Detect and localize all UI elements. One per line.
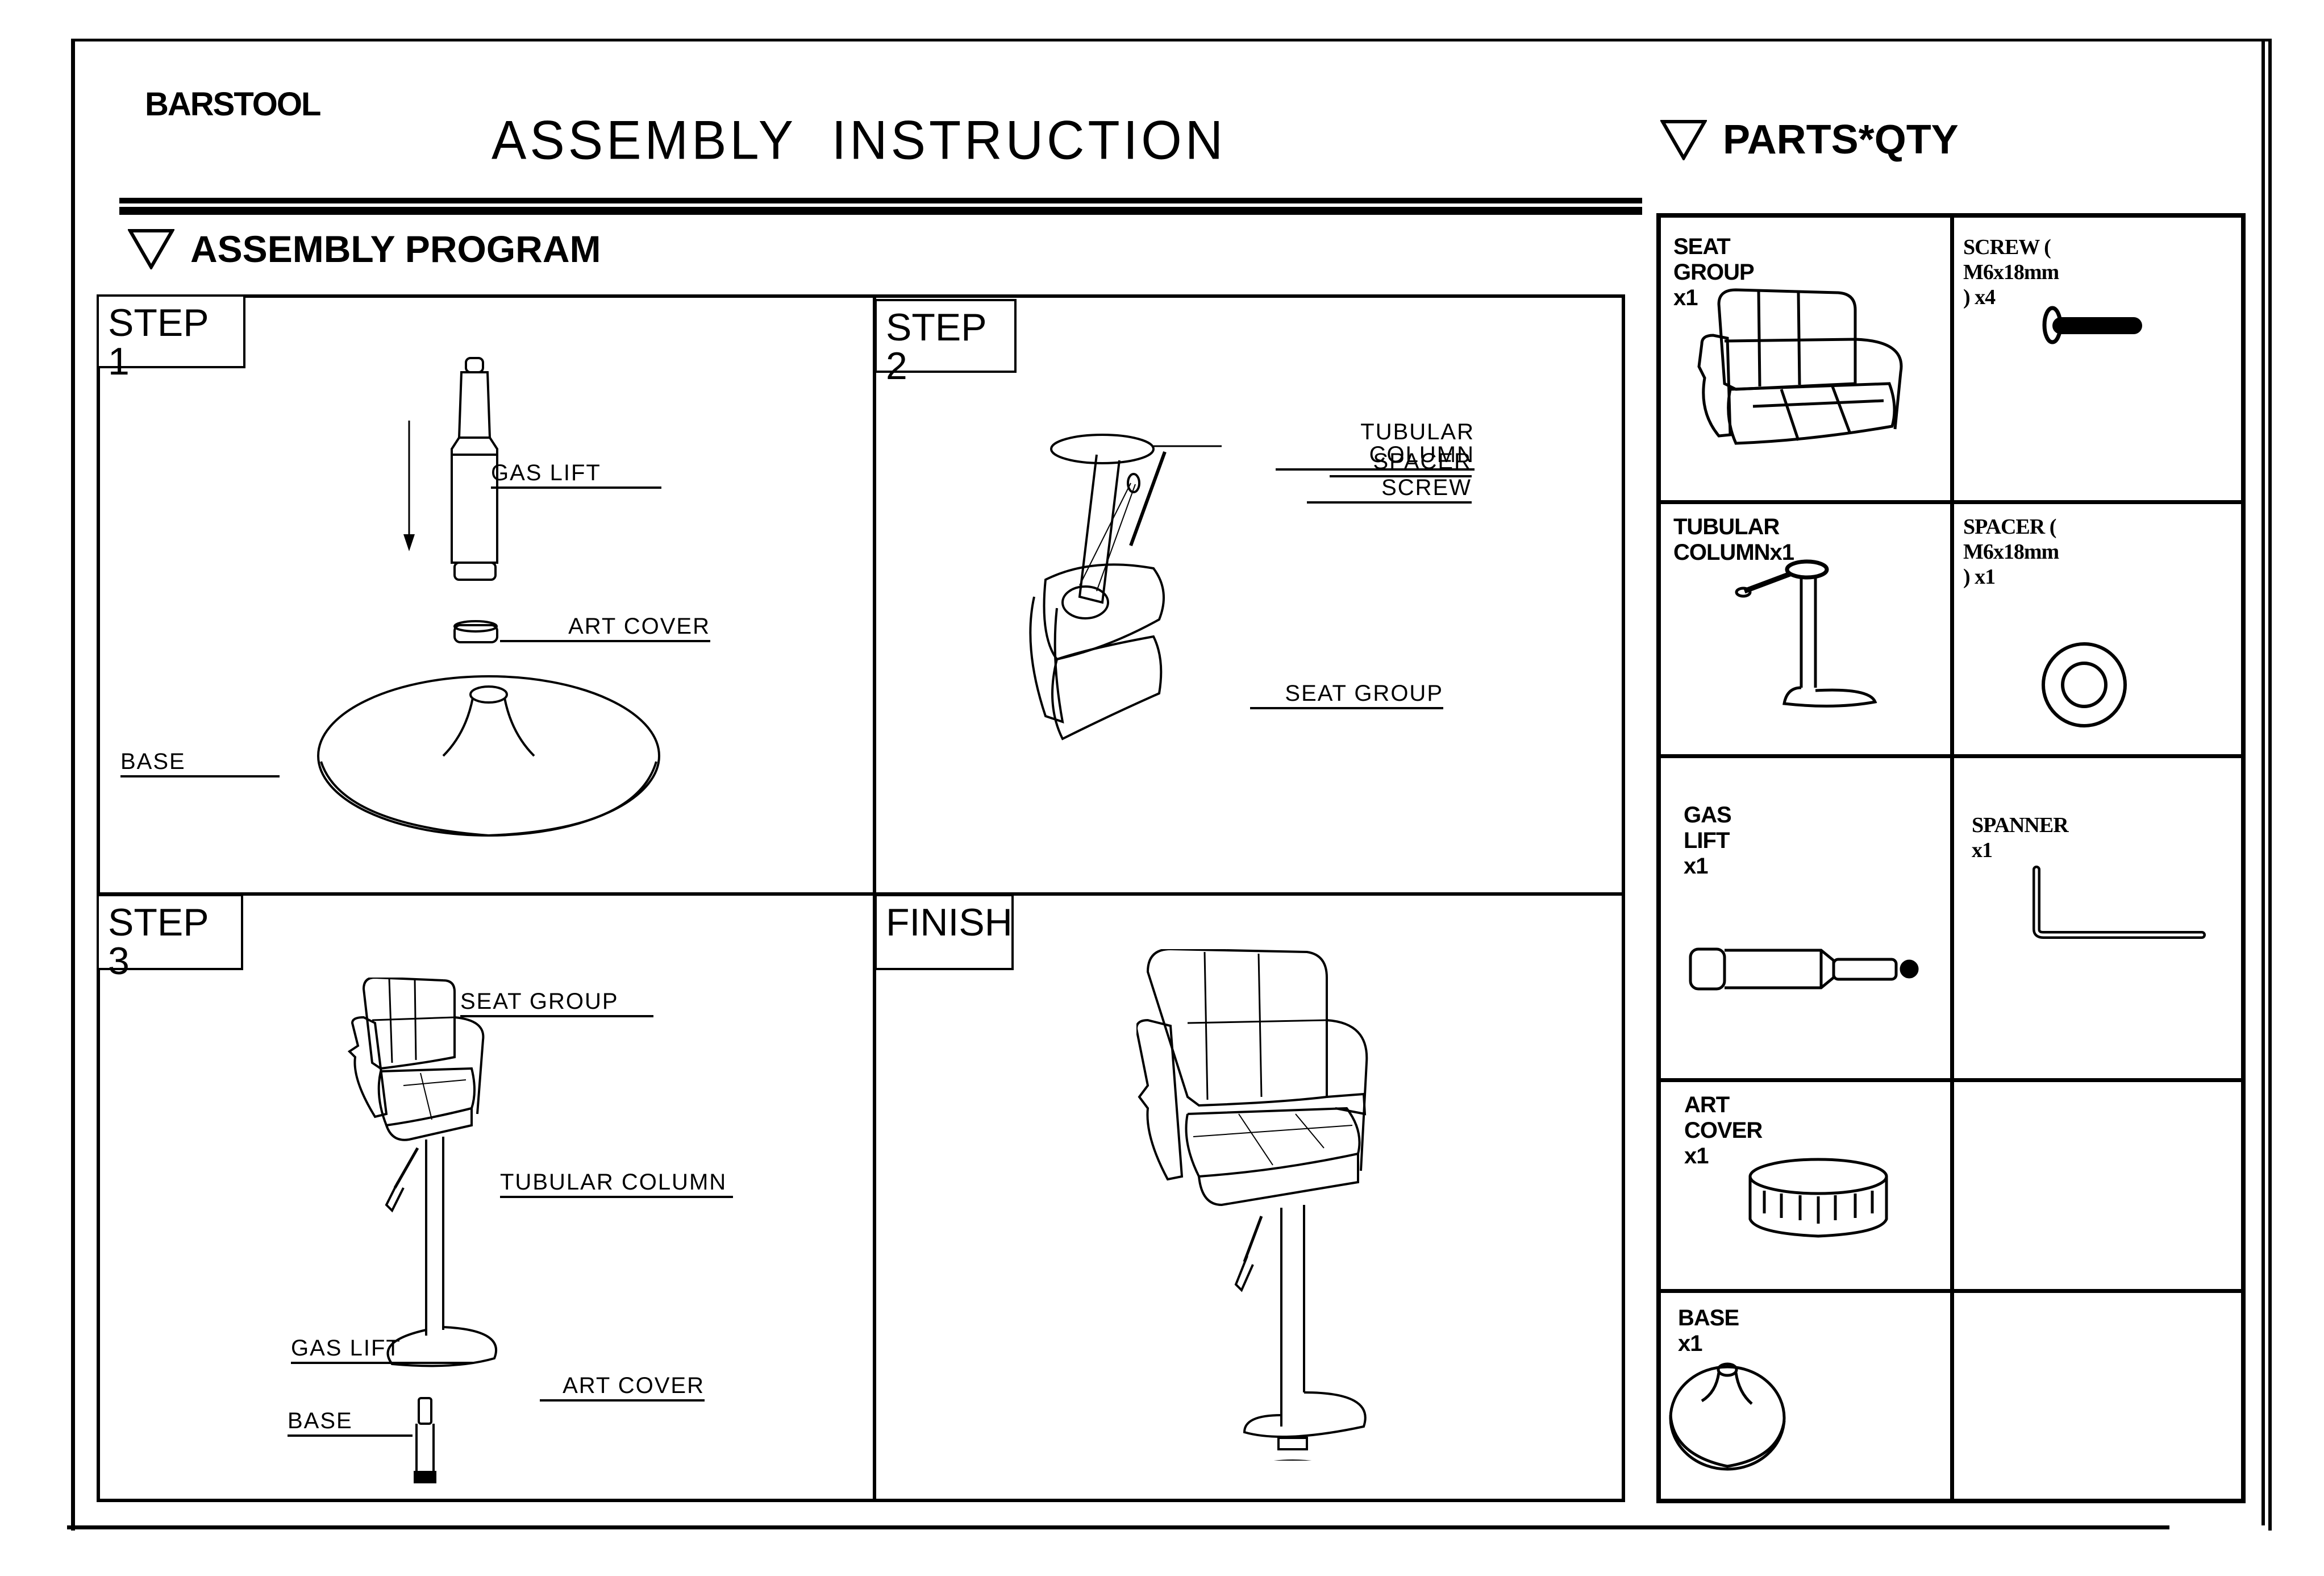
step-2-tag: STEP 2 xyxy=(874,299,1017,385)
finished-barstool-illustration xyxy=(1136,949,1368,1461)
step-1-tag: STEP 1 xyxy=(97,294,245,381)
brand-label: BARSTOOL xyxy=(145,86,321,123)
part-label: BASE x1 xyxy=(1678,1305,1739,1356)
callout-base: BASE xyxy=(120,750,280,777)
callout-seat-group: SEAT GROUP xyxy=(460,990,653,1017)
page-frame-right-edge xyxy=(2261,39,2265,1525)
callout-screw: SCREW xyxy=(1307,476,1472,504)
assembly-program-heading: ASSEMBLY PROGRAM xyxy=(128,227,601,271)
step-3-tag: STEP 3 xyxy=(97,894,243,980)
grid-divider-horizontal xyxy=(97,892,1625,896)
parts-qty-title: PARTS*QTY xyxy=(1723,117,1959,163)
part-label: SEAT GROUP x1 xyxy=(1673,234,1754,310)
part-label: SCREW ( M6x18mm ) x4 xyxy=(1963,235,2059,309)
callout-tubular-column: TUBULAR COLUMN xyxy=(500,1171,733,1198)
parts-table-divider-vertical xyxy=(1950,213,1954,1503)
step-1-illustration xyxy=(317,357,660,837)
art-cover-icon xyxy=(1748,1158,1888,1238)
callout-art-cover: ART COVER xyxy=(500,615,710,642)
step-2-illustration xyxy=(1029,434,1222,741)
parts-qty-heading: PARTS*QTY xyxy=(1660,117,1959,163)
part-label: ART COVER x1 xyxy=(1684,1092,1763,1169)
callout-seat-group: SEAT GROUP xyxy=(1250,682,1443,709)
part-label: SPANNER x1 xyxy=(1972,813,2069,862)
part-label: SPACER ( M6x18mm ) x1 xyxy=(1963,515,2059,589)
triangle-down-outline-icon xyxy=(1660,120,1707,160)
callout-tubular-column: TUBULAR COLUMN xyxy=(1276,421,1475,471)
triangle-down-outline-icon xyxy=(128,229,174,269)
callout-spacer: SPACER xyxy=(1330,450,1472,477)
gas-lift-icon xyxy=(1689,947,1919,991)
callout-gas-lift: GAS LIFT xyxy=(291,1337,473,1364)
page-title: ASSEMBLY INSTRUCTION xyxy=(492,110,1227,171)
finish-tag: FINISH xyxy=(874,894,1014,970)
parts-table-row-divider xyxy=(1656,1289,2246,1293)
base-icon xyxy=(1669,1362,1786,1471)
step-3-illustration xyxy=(347,978,498,1483)
tubular-column-icon xyxy=(1735,559,1877,708)
seat-group-icon xyxy=(1697,288,1903,445)
page-frame xyxy=(71,39,2272,1531)
part-label: TUBULAR COLUMNx1 xyxy=(1673,514,1794,565)
header-divider-thick xyxy=(119,207,1642,215)
parts-table-row-divider xyxy=(1656,754,2246,758)
allen-key-icon xyxy=(2033,866,2206,939)
parts-table-row-divider xyxy=(1656,1078,2246,1082)
screw-icon xyxy=(2042,306,2142,344)
assembly-program-title: ASSEMBLY PROGRAM xyxy=(190,228,601,270)
parts-table-row-divider xyxy=(1656,500,2246,504)
page-frame-bottom-edge xyxy=(67,1525,2169,1529)
callout-gas-lift: GAS LIFT xyxy=(491,461,661,489)
spacer-washer-icon xyxy=(2042,642,2127,727)
header-divider-thin xyxy=(119,198,1642,203)
part-label: GAS LIFT x1 xyxy=(1684,802,1732,879)
callout-art-cover: ART COVER xyxy=(540,1374,705,1402)
callout-base: BASE xyxy=(288,1409,413,1437)
